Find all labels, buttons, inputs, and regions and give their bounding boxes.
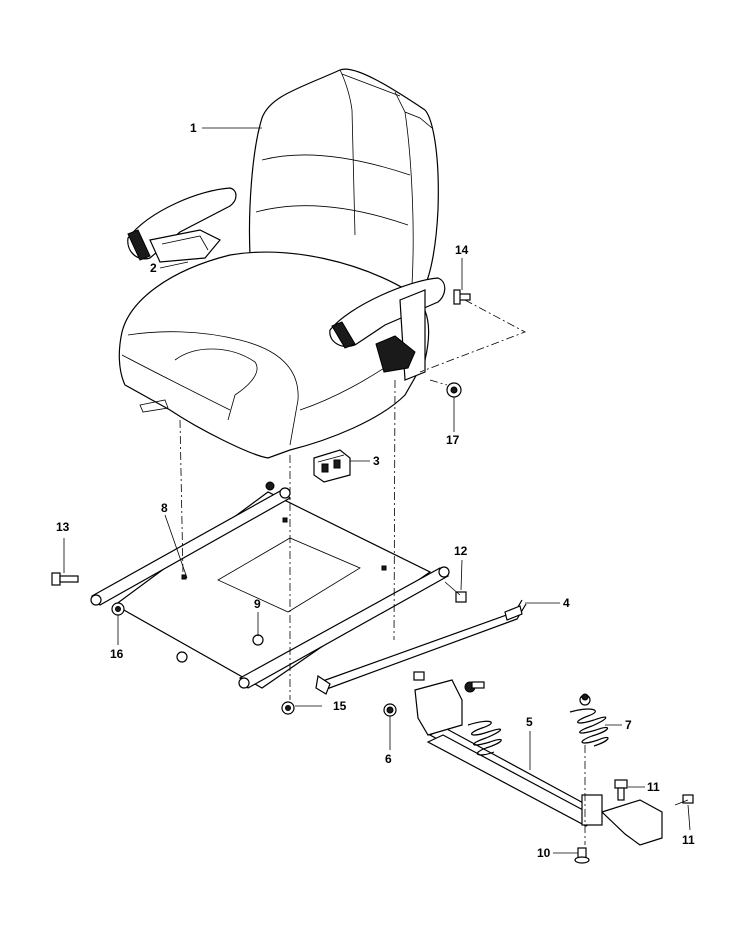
spring-left: [467, 720, 502, 756]
seat-switch: [313, 449, 351, 483]
actuator-rod: [315, 599, 527, 695]
callout-14: 14: [455, 243, 469, 257]
callout-5: 5: [526, 715, 533, 729]
spring-right: [569, 693, 609, 747]
callout-labels: 1 2 3 4 5 6 7 8 9 10 11 11 12 13 14 15 1…: [56, 121, 695, 860]
callout-7: 7: [625, 718, 632, 732]
callout-12: 12: [454, 544, 468, 558]
callout-17: 17: [446, 433, 460, 447]
callout-10: 10: [537, 846, 551, 860]
suspension-assembly: [383, 679, 663, 846]
callout-9: 9: [254, 597, 261, 611]
callout-15: 15: [333, 699, 347, 713]
leader-lines: [63, 127, 691, 854]
callout-3: 3: [373, 454, 380, 468]
callout-16: 16: [110, 647, 124, 661]
callout-11a: 11: [647, 780, 660, 794]
callout-4: 4: [563, 596, 570, 610]
callout-8: 8: [161, 501, 168, 515]
callout-1: 1: [190, 121, 197, 135]
seat-assembly: [118, 68, 446, 459]
callout-13: 13: [56, 520, 70, 534]
callout-6: 6: [385, 752, 392, 766]
fasteners: [51, 289, 694, 864]
callout-2: 2: [150, 261, 157, 275]
seat-mount-frame: [90, 481, 450, 689]
alignment-lines: [179, 299, 586, 845]
callout-11b: 11: [682, 833, 695, 847]
